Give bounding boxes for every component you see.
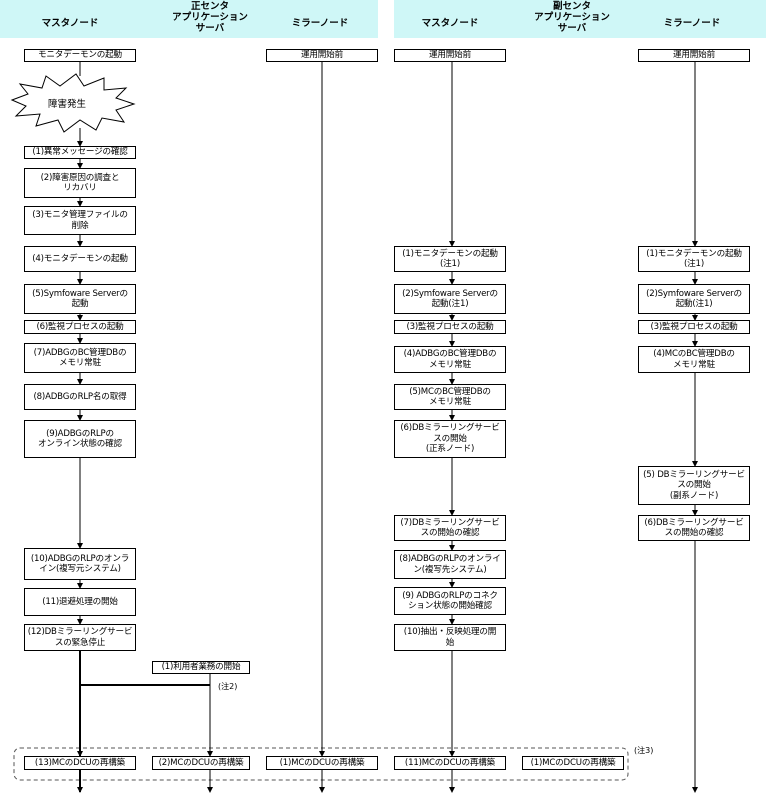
failure-burst-shape (10, 73, 136, 133)
failure-label: 障害発生 (48, 99, 87, 110)
dcu-rebuild-group-frame (13, 747, 629, 781)
secondary-center-header (394, 0, 766, 38)
smir-step-4: (4)MCのBC管理DBの メモリ常駐 (638, 346, 750, 373)
pm-step-13: (13)MCのDCUの再構築 (24, 756, 136, 770)
pm-step-2: (2)障害原因の調査と リカバリ (24, 168, 136, 198)
secondary-app-server-label: アプリケーション サーバ (534, 12, 610, 34)
sm-step-1: (1)モニタデーモンの起動 (注1) (394, 246, 506, 272)
pm-step-8: (8)ADBGのRLP名の取得 (24, 384, 136, 410)
note-3: (注3) (634, 746, 654, 755)
sm-step-3: (3)監視プロセスの起動 (394, 320, 506, 334)
secondary-mirror-node-label: ミラーノード (663, 18, 721, 29)
pm-step-5: (5)Symfoware Serverの 起動 (24, 284, 136, 314)
sm-step-7: (7)DBミラーリングサービ スの開始の確認 (394, 515, 506, 541)
primary-app-server-label: アプリケーション サーバ (172, 12, 248, 34)
smir-before-start: 運用開始前 (638, 49, 750, 62)
pm-step-4: (4)モニタデーモンの起動 (24, 246, 136, 272)
pm-step-12: (12)DBミラーリングサービ スの緊急停止 (24, 624, 136, 651)
primary-master-node-label: マスタノード (41, 18, 99, 29)
sm-step-9: (9) ADBGのRLPのコネク ション状態の開始確認 (394, 587, 506, 615)
pa-step-1: (1)利用者業務の開始 (152, 661, 250, 674)
pmir-step-1: (1)MCのDCUの再構築 (266, 756, 378, 770)
sa-step-1: (1)MCのDCUの再構築 (522, 756, 624, 770)
pm-step-10: (10)ADBGのRLPのオンラ イン(複写元システム) (24, 548, 136, 580)
sm-step-2: (2)Symfoware Serverの 起動(注1) (394, 284, 506, 314)
primary-center-title: 正センタ (190, 1, 229, 12)
smir-step-3: (3)監視プロセスの起動 (638, 320, 750, 334)
pm-start-monitor: モニタデーモンの起動 (24, 49, 136, 62)
primary-center-header (0, 0, 378, 38)
smir-step-2: (2)Symfoware Serverの 起動(注1) (638, 284, 750, 314)
sm-step-6: (6)DBミラーリングサービ スの開始 (正系ノード) (394, 420, 506, 458)
sm-step-4: (4)ADBGのBC管理DBの メモリ常駐 (394, 346, 506, 373)
pa-step-2: (2)MCのDCUの再構築 (152, 756, 250, 770)
pmir-before-start: 運用開始前 (266, 49, 378, 62)
smir-step-1: (1)モニタデーモンの起動 (注1) (638, 246, 750, 272)
pm-step-9: (9)ADBGのRLPの オンライン状態の確認 (24, 420, 136, 458)
sm-step-11: (11)MCのDCUの再構築 (394, 756, 506, 770)
secondary-master-node-label: マスタノード (421, 18, 479, 29)
smir-step-5: (5) DBミラーリングサービ スの開始 (副系ノード) (638, 466, 750, 505)
pm-step-1: (1)異常メッセージの確認 (24, 146, 136, 159)
primary-master-arrows (77, 62, 210, 793)
pm-step-3: (3)モニタ管理ファイルの 削除 (24, 206, 136, 235)
sm-step-8: (8)ADBGのRLPのオンライ ン(複写先システム) (394, 550, 506, 579)
pm-step-6: (6)監視プロセスの起動 (24, 320, 136, 334)
sm-before-start: 運用開始前 (394, 49, 506, 62)
primary-mirror-node-label: ミラーノード (291, 18, 349, 29)
smir-step-6: (6)DBミラーリングサービ スの開始の確認 (638, 515, 750, 541)
secondary-center-title: 副センタ (552, 1, 591, 12)
note-2: (注2) (218, 682, 238, 691)
sm-step-5: (5)MCのBC管理DBの メモリ常駐 (394, 384, 506, 410)
sm-step-10: (10)抽出・反映処理の開 始 (394, 624, 506, 651)
pm-step-7: (7)ADBGのBC管理DBの メモリ常駐 (24, 343, 136, 373)
pm-step-11: (11)退避処理の開始 (24, 588, 136, 616)
